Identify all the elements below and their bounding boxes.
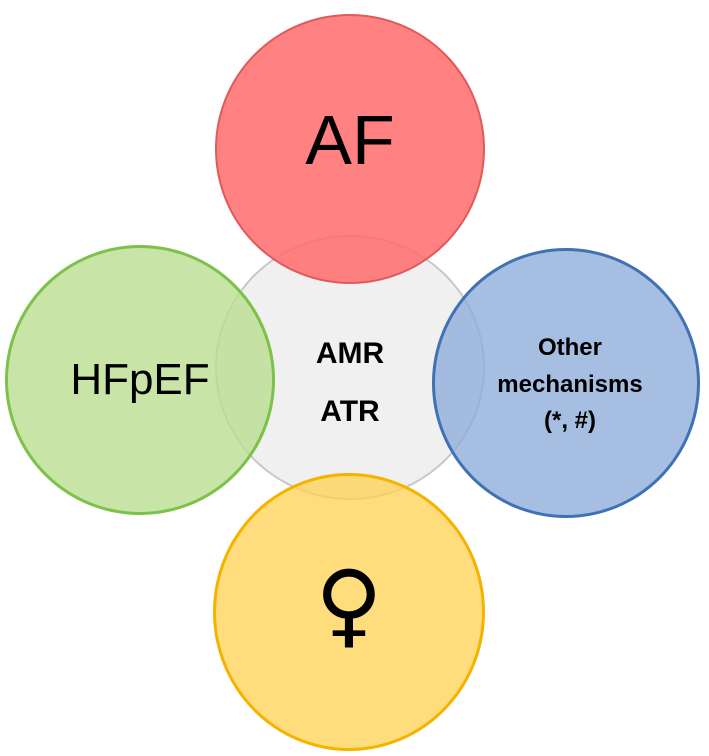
af-text: AF: [305, 101, 395, 179]
female-symbol: ♀: [315, 550, 383, 658]
atr-text: ATR: [320, 394, 380, 428]
symbols-text: (*, #): [543, 407, 596, 435]
af-circle: [215, 14, 485, 284]
female-symbol-icon: ♀: [213, 545, 485, 665]
amr-text: AMR: [315, 336, 385, 370]
center-label: AMR ATR: [250, 320, 450, 445]
hfpef-label: HFpEF: [5, 330, 275, 430]
other-mechanisms-label: Other mechanisms (*, #): [450, 315, 690, 455]
other-text: Other: [537, 333, 602, 361]
female-circle: [213, 473, 485, 751]
af-label: AF: [215, 80, 485, 200]
hfpef-circle: [5, 245, 275, 515]
mechanisms-text: mechanisms: [497, 370, 643, 398]
other-mechanisms-circle: [432, 248, 700, 518]
hfpef-text: HFpEF: [70, 354, 210, 404]
